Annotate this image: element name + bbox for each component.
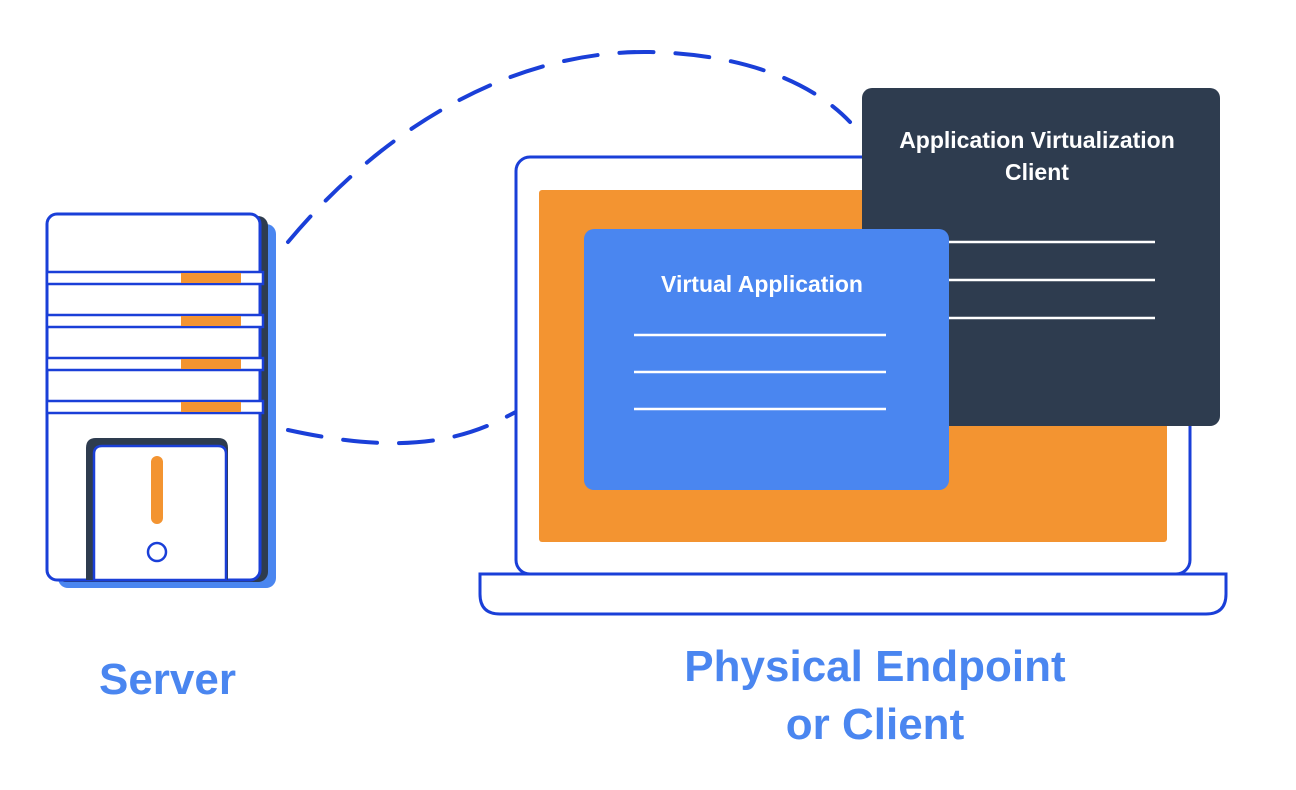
client-window-body [862,88,1220,426]
drive-bay-3-led [181,359,241,369]
server-tower [45,212,276,588]
laptop-base [478,572,1228,616]
drive-bay-1-led [181,273,241,283]
drive-bay-2-led [181,316,241,326]
virtual-app-window: Virtual Application [584,229,949,490]
endpoint-label-line2: or Client [785,700,965,749]
virtual-app-window-body [584,229,949,490]
power-button-icon [146,541,168,563]
client-window-title-line2: Client [1005,159,1069,185]
endpoint-label: Physical Endpoint or Client [610,638,1140,754]
client-window-title-line1: Application Virtualization [899,127,1175,153]
server-label: Server [98,655,236,704]
client-window: Application Virtualization Client [862,88,1220,426]
status-indicator-bar [151,456,163,524]
drive-bay-4-led [181,402,241,412]
connection-dashed-top [286,49,852,244]
endpoint-label-line1: Physical Endpoint [684,642,1066,691]
virtual-app-title: Virtual Application [661,271,863,297]
